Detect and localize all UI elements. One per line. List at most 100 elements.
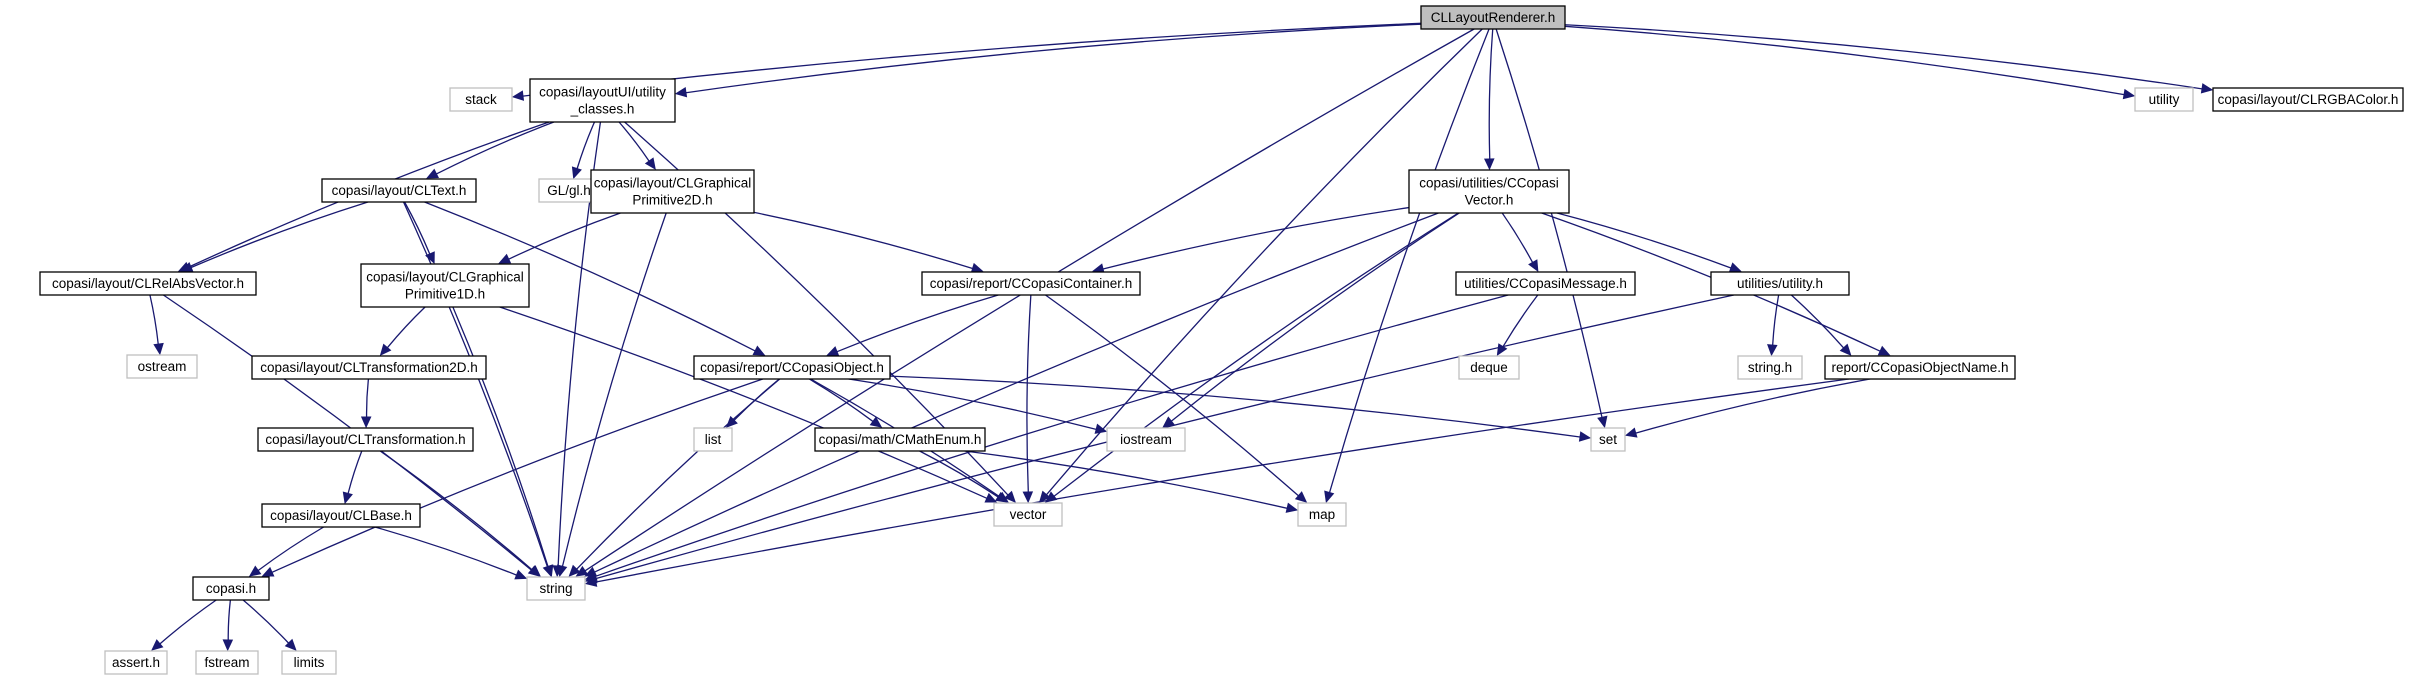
node-cltext[interactable]: copasi/layout/CLText.h xyxy=(321,178,477,203)
node-deque: deque xyxy=(1458,355,1520,380)
edge-ccvector-to-vector xyxy=(1044,212,1459,503)
node-message[interactable]: utilities/CCopasiMessage.h xyxy=(1455,271,1636,296)
node-box xyxy=(1408,169,1570,214)
node-map: map xyxy=(1297,502,1347,527)
edge-copasih-to-limits xyxy=(242,599,297,651)
edge-line xyxy=(149,294,159,345)
edge-root-to-util-classes xyxy=(674,23,1422,98)
edge-trans-to-clbase xyxy=(342,450,363,505)
node-label: copasi/layout/CLText.h xyxy=(332,183,467,198)
edge-arrowhead xyxy=(153,342,164,356)
node-cmath[interactable]: copasi/math/CMathEnum.h xyxy=(814,427,986,452)
node-trans2d[interactable]: copasi/layout/CLTransformation2D.h xyxy=(251,355,487,380)
node-label: GL/gl.h xyxy=(547,183,591,198)
node-util-classes[interactable]: copasi/layoutUI/utility_classes.h xyxy=(529,78,676,123)
edge-objname-to-string xyxy=(584,378,1850,587)
edge-root-to-ccvector xyxy=(1484,28,1495,171)
node-box xyxy=(1420,5,1566,30)
node-label: utility xyxy=(2149,92,2180,107)
node-label: CLLayoutRenderer.h xyxy=(1431,10,1556,25)
edge-line xyxy=(889,375,1581,438)
node-label: limits xyxy=(294,655,325,670)
edge-container-to-map xyxy=(1045,294,1308,503)
edge-line xyxy=(561,212,667,567)
edge-arrowhead xyxy=(151,639,164,651)
node-label: string xyxy=(539,581,572,596)
edge-line xyxy=(190,201,369,269)
node-label: fstream xyxy=(204,655,249,670)
edge-line xyxy=(379,450,533,571)
node-objname[interactable]: report/CCopasiObjectName.h xyxy=(1824,355,2016,380)
node-utilityh[interactable]: utilities/utility.h xyxy=(1710,271,1850,296)
edge-line xyxy=(403,201,431,255)
edge-line xyxy=(808,378,874,422)
node-relabs[interactable]: copasi/layout/CLRelAbsVector.h xyxy=(39,271,257,296)
edge-cmath-to-map xyxy=(964,450,1299,513)
edge-cltext-to-object xyxy=(424,201,766,356)
edge-arrowhead xyxy=(1597,415,1608,429)
node-box xyxy=(321,178,477,203)
node-box xyxy=(1710,271,1850,296)
node-box xyxy=(257,427,474,452)
edge-arrowhead xyxy=(1624,427,1638,438)
edge-arrowhead xyxy=(557,564,568,578)
edge-root-to-set xyxy=(1495,28,1608,429)
edge-line xyxy=(386,306,426,349)
node-clbase[interactable]: copasi/layout/CLBase.h xyxy=(261,503,421,528)
edge-object-to-copasih xyxy=(261,378,764,577)
edge-arrowhead xyxy=(426,168,440,179)
edge-arrowhead xyxy=(528,565,541,577)
edge-gp1d-to-string xyxy=(452,306,554,578)
edge-line xyxy=(848,378,1097,431)
node-container[interactable]: copasi/report/CCopasiContainer.h xyxy=(921,271,1141,296)
node-trans[interactable]: copasi/layout/CLTransformation.h xyxy=(257,427,474,452)
node-label: copasi/utilities/CCopasi xyxy=(1419,176,1559,191)
node-box xyxy=(2134,87,2194,112)
edge-arrowhead xyxy=(1528,259,1539,273)
edge-line xyxy=(964,450,1288,509)
node-copasih[interactable]: copasi.h xyxy=(192,576,270,601)
edge-copasih-to-fstream xyxy=(222,599,234,652)
node-label: copasi/math/CMathEnum.h xyxy=(819,432,982,447)
edge-line xyxy=(1328,28,1490,493)
edge-util-classes-to-cltext xyxy=(426,121,555,179)
edge-arrowhead xyxy=(644,157,656,170)
node-box xyxy=(814,427,986,452)
node-label: list xyxy=(705,432,722,447)
node-box xyxy=(281,650,337,675)
edge-line xyxy=(836,294,999,353)
edge-line xyxy=(499,306,988,499)
edge-line xyxy=(1046,28,1483,496)
edge-trans-to-string xyxy=(379,450,541,577)
node-object[interactable]: copasi/report/CCopasiObject.h xyxy=(693,355,891,380)
edge-line xyxy=(919,450,999,498)
edge-arrowhead xyxy=(1324,490,1335,504)
edge-line xyxy=(1790,294,1845,349)
edge-arrowhead xyxy=(984,492,998,503)
edge-line xyxy=(424,201,756,352)
edge-arrowhead xyxy=(1578,431,1592,442)
edge-arrowhead xyxy=(248,565,262,577)
node-label: copasi/layout/CLTransformation.h xyxy=(265,432,465,447)
edge-arrowhead xyxy=(1294,491,1308,503)
edge-arrowhead xyxy=(568,564,581,577)
node-box xyxy=(360,263,530,308)
edge-line xyxy=(584,28,1475,572)
node-rgba[interactable]: copasi/layout/CLRGBAColor.h xyxy=(2212,87,2404,112)
edge-gp1d-to-trans2d xyxy=(379,306,426,356)
node-box xyxy=(529,78,676,123)
node-box xyxy=(104,650,168,675)
edge-arrowhead xyxy=(725,415,738,428)
node-fstream: fstream xyxy=(195,650,259,675)
edge-line xyxy=(1495,28,1603,418)
node-root[interactable]: CLLayoutRenderer.h xyxy=(1420,5,1566,30)
edge-ccvector-to-message xyxy=(1501,212,1539,273)
edge-line xyxy=(1045,294,1299,497)
edge-arrowhead xyxy=(543,564,554,578)
node-box xyxy=(2212,87,2404,112)
node-ostream: ostream xyxy=(126,354,198,379)
